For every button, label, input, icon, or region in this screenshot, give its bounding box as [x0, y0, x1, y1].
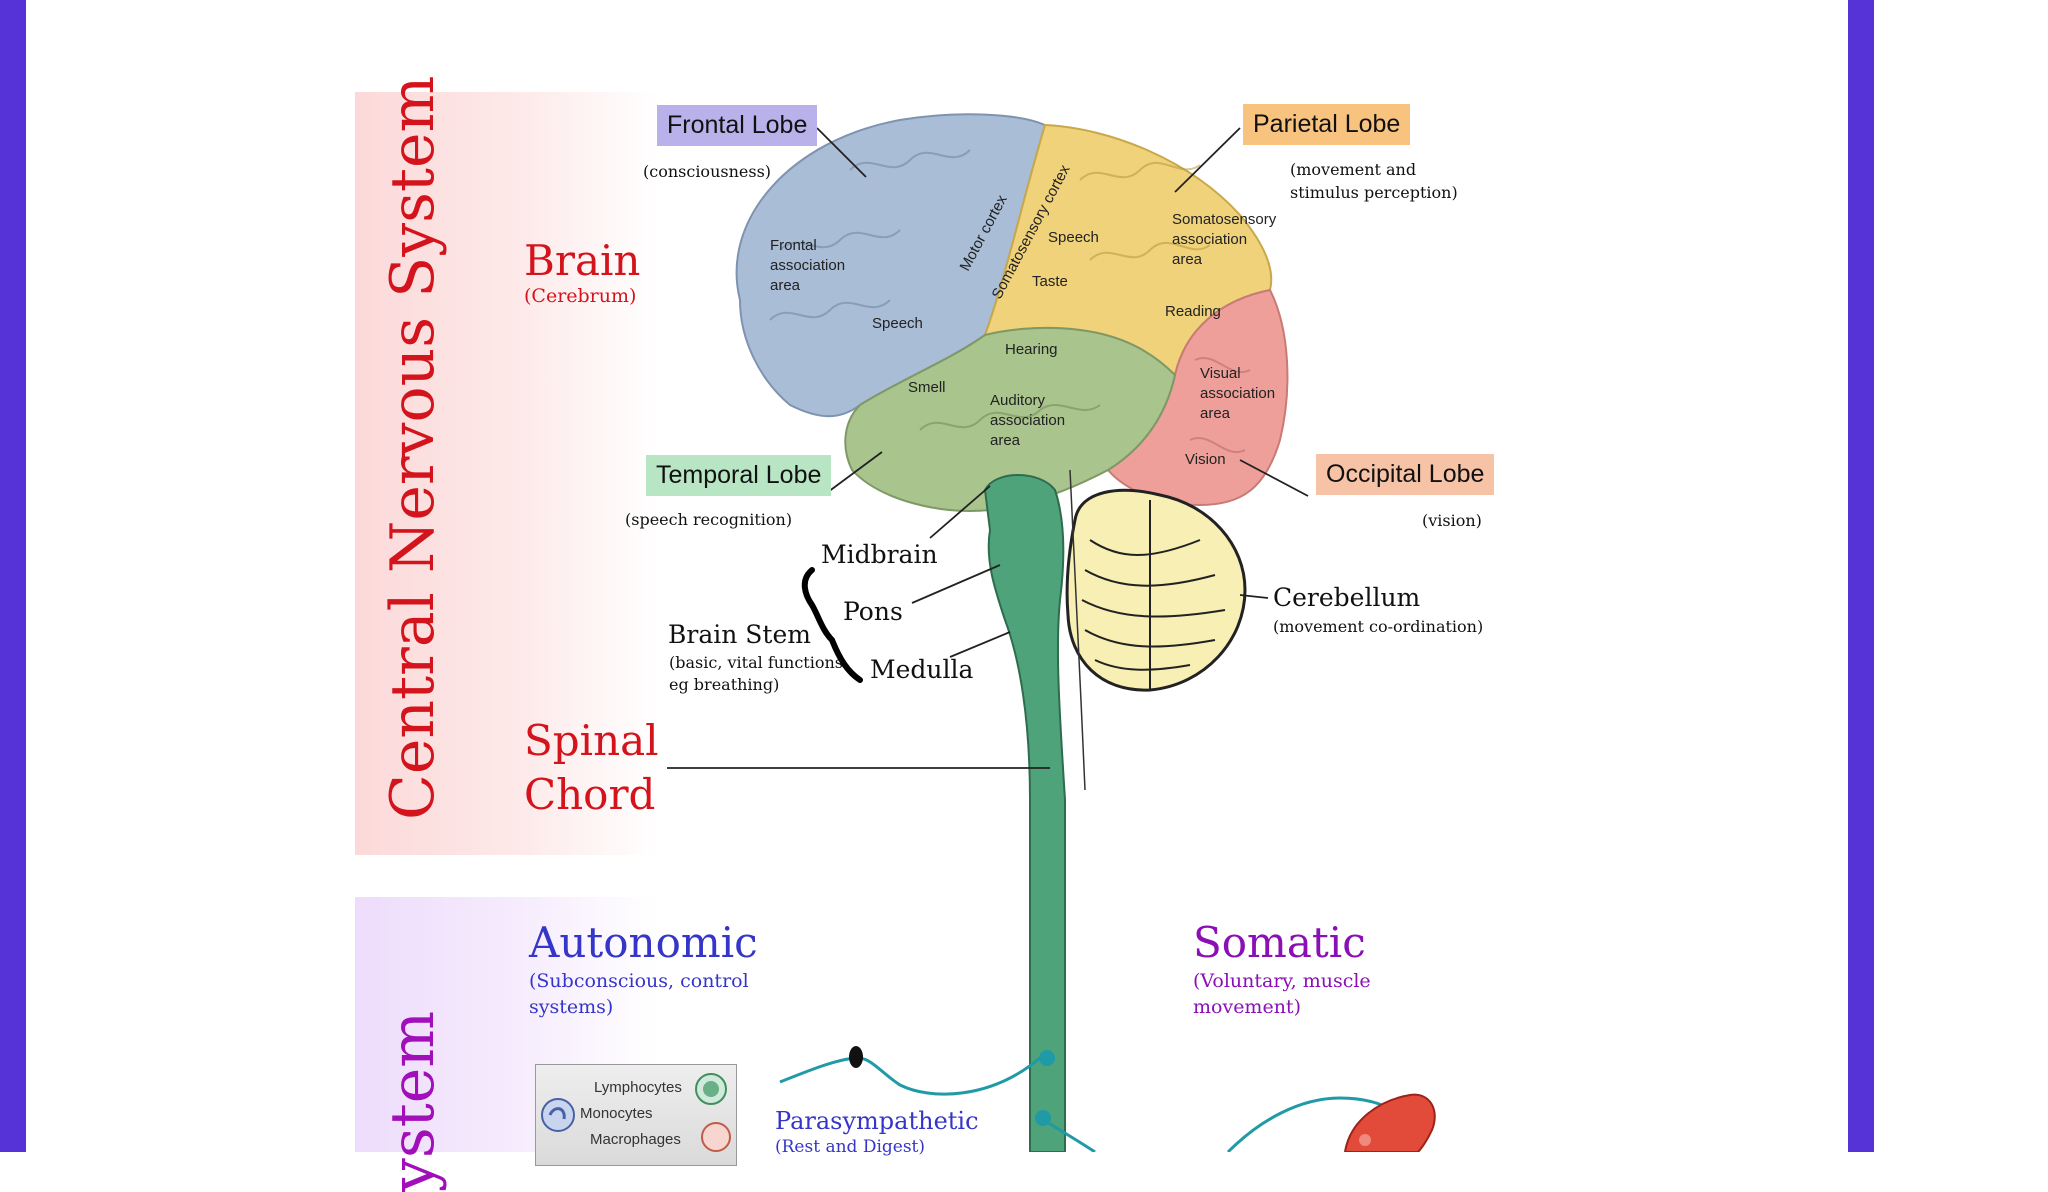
occipital-lobe-label: Occipital Lobe	[1316, 454, 1495, 495]
brain-stem-note-2: eg breathing)	[669, 675, 780, 694]
area-speech-left: Speech	[872, 315, 923, 332]
area-hearing: Hearing	[1005, 341, 1058, 358]
frontal-lobe-label: Frontal Lobe	[657, 105, 818, 146]
occipital-lobe-note: (vision)	[1422, 511, 1482, 530]
area-reading: Reading	[1165, 303, 1221, 320]
area-frontal-assoc-2: association	[770, 257, 845, 274]
nerve-root-lower	[1035, 1110, 1051, 1126]
macrophage-cell-icon	[701, 1122, 731, 1152]
autonomic-title: Autonomic	[529, 918, 758, 967]
area-somato-assoc-1: Somatosensory	[1172, 211, 1277, 228]
cerebrum-label: (Cerebrum)	[524, 285, 637, 307]
somatic-sub-1: (Voluntary, muscle	[1193, 970, 1371, 992]
somatic-sub-2: movement)	[1193, 996, 1301, 1018]
parasympathetic-sub: (Rest and Digest)	[775, 1137, 926, 1157]
muscle-shape	[1343, 1093, 1436, 1152]
parietal-lobe-label: Parietal Lobe	[1243, 104, 1411, 145]
area-somato-assoc-2: association	[1172, 231, 1247, 248]
brain-stem-brace	[801, 567, 863, 683]
cell-macrophages: Macrophages	[590, 1131, 681, 1148]
brain-label: Brain	[524, 236, 641, 285]
parasympathetic-ganglion	[849, 1046, 863, 1068]
cell-lymphocytes: Lymphocytes	[594, 1079, 682, 1096]
nerve-root-upper	[1039, 1050, 1055, 1066]
cerebellum-shape	[1065, 488, 1247, 692]
parasympathetic-nerve	[779, 1056, 1041, 1096]
area-auditory-1: Auditory	[990, 392, 1046, 409]
brain-stem-note-1: (basic, vital functions	[669, 653, 843, 672]
area-auditory-2: association	[990, 412, 1065, 429]
brain-illustration: Frontal association area Motor cortex So…	[667, 113, 1436, 1152]
right-frame-bar	[1848, 0, 1874, 1152]
area-visual-1: Visual	[1200, 365, 1241, 382]
cerebellum-label: Cerebellum	[1273, 583, 1421, 612]
pons-label: Pons	[843, 597, 903, 626]
area-speech-top: Speech	[1048, 229, 1099, 246]
frontal-lobe-note: (consciousness)	[643, 162, 772, 181]
chord-label: Chord	[524, 770, 656, 819]
area-auditory-3: area	[990, 432, 1021, 449]
spinal-cord-shape	[983, 474, 1066, 1152]
parasympathetic-label: Parasympathetic	[775, 1107, 979, 1135]
area-vision: Vision	[1185, 451, 1226, 468]
spinal-label: Spinal	[524, 716, 659, 765]
left-frame-bar	[0, 0, 26, 1152]
cell-monocytes: Monocytes	[580, 1105, 653, 1122]
autonomic-sub-2: systems)	[529, 996, 614, 1018]
temporal-lobe-note: (speech recognition)	[625, 510, 793, 529]
medulla-label: Medulla	[870, 655, 974, 684]
monocyte-cell-icon	[541, 1098, 575, 1132]
immune-cells-card: Lymphocytes Monocytes Macrophages	[535, 1064, 737, 1166]
parietal-note-2: stimulus perception)	[1290, 183, 1458, 202]
area-smell: Smell	[908, 379, 946, 396]
area-frontal-assoc-1: Frontal	[770, 237, 817, 254]
brain-stem-label: Brain Stem	[668, 620, 811, 649]
parietal-note-1: (movement and	[1290, 160, 1417, 179]
area-frontal-assoc-3: area	[770, 277, 801, 294]
autonomic-sub-1: (Subconscious, control	[529, 970, 749, 992]
cerebellum-note: (movement co-ordination)	[1273, 617, 1484, 636]
temporal-lobe-label: Temporal Lobe	[646, 455, 832, 496]
area-somato-assoc-3: area	[1172, 251, 1203, 268]
area-visual-2: association	[1200, 385, 1275, 402]
area-taste: Taste	[1032, 273, 1068, 290]
area-visual-3: area	[1200, 405, 1231, 422]
somatic-title: Somatic	[1193, 918, 1366, 967]
temporal-lobe-shape	[844, 326, 1177, 512]
midbrain-label: Midbrain	[821, 540, 938, 569]
right-margin	[1874, 0, 2048, 1152]
